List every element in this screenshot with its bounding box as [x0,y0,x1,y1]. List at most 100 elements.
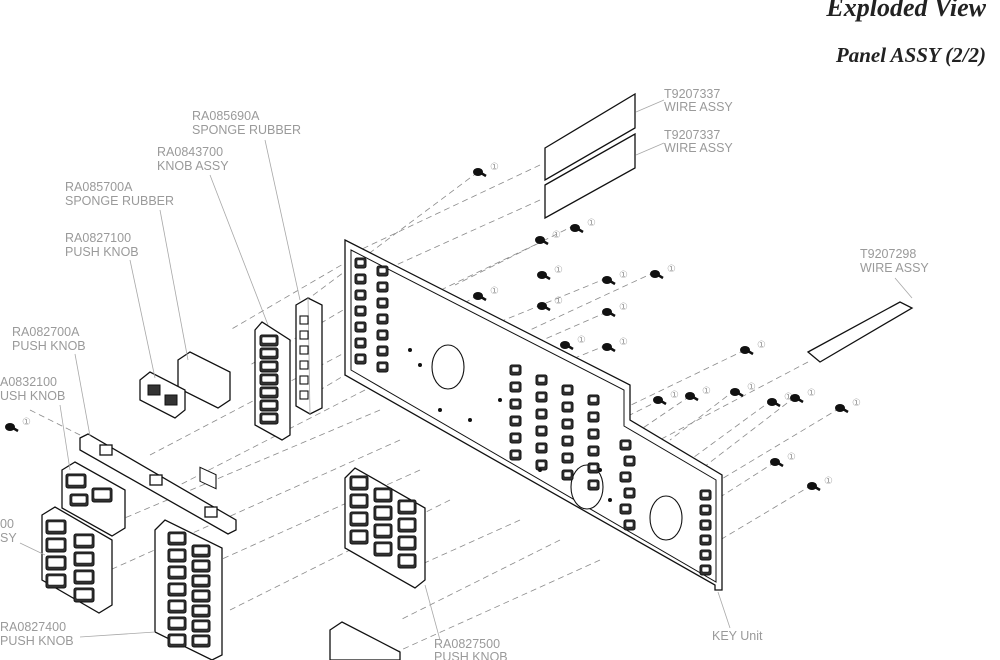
callout-marker: ① [824,476,833,487]
wire-assy-ribbon-3 [806,301,914,363]
wire-assy-ribbon-1 [544,92,636,182]
label-sponge-rubber-2: RA085700A SPONGE RUBBER [65,180,174,208]
svg-text:RA0827400: RA0827400 [0,620,66,634]
leader-lines [19,99,913,641]
screw: ① [473,286,499,302]
callout-marker: ① [577,335,586,346]
screw: ① [740,340,766,356]
screw: ① [835,398,861,414]
callout-marker: ① [552,230,561,241]
key-unit-board [344,238,723,591]
screw: ① [653,390,679,406]
screw: ① [537,296,563,312]
svg-text:KEY Unit: KEY Unit [712,629,763,643]
push-knob-small [139,371,186,419]
label-push-knob-5: RA0827500 PUSH KNOB [434,637,508,660]
label-wire-assy-2: T9207337 WIRE ASSY [664,128,733,155]
callout-marker: ① [757,340,766,351]
screw: ① [602,337,628,353]
screw: ① [537,265,563,281]
svg-text:RA085700A: RA085700A [65,180,133,194]
callout-marker: ① [619,337,628,348]
svg-text:PUSH KNOB: PUSH KNOB [65,245,139,259]
callout-marker: ① [554,296,563,307]
push-knob-bar [79,433,237,535]
label-sponge-rubber-1: RA085690A SPONGE RUBBER [192,109,301,137]
screw: ① [790,388,816,404]
label-key-unit: KEY Unit [712,629,763,643]
svg-text:RA085690A: RA085690A [192,109,260,123]
left-knob-board-2 [41,506,113,614]
svg-text:T9207337: T9207337 [664,87,720,101]
screw: ① [602,270,628,286]
svg-text:PUSH KNOB: PUSH KNOB [434,650,508,660]
screw-set: ① ① ① ① ① ① ① ① ① ① ① ① ① ① ① ① ① ① ① ① ① [5,162,861,492]
callout-marker: ① [22,417,31,428]
svg-text:SPONGE RUBBER: SPONGE RUBBER [192,123,301,137]
encoder-hole-3 [649,495,683,541]
label-wire-assy-1: T9207337 WIRE ASSY [664,87,733,114]
callout-marker: ① [490,162,499,173]
svg-text:WIRE ASSY: WIRE ASSY [664,141,733,155]
left-knob-board-1 [61,461,126,537]
label-push-knob-1: RA0827100 PUSH KNOB [65,231,139,259]
svg-text:A0832100: A0832100 [0,375,57,389]
svg-text:PUSH KNOB: PUSH KNOB [0,634,74,648]
callout-marker: ① [554,265,563,276]
svg-text:SPONGE RUBBER: SPONGE RUBBER [65,194,174,208]
svg-text:T9207337: T9207337 [664,128,720,142]
callout-marker: ① [587,218,596,229]
knob-assy-column [254,321,291,441]
bottom-connector [329,621,401,660]
screw: ① [560,335,586,351]
label-knob-assy: RA0843700 KNOB ASSY [157,145,229,173]
svg-text:00: 00 [0,517,14,531]
encoder-hole-1 [431,344,465,390]
label-assy-clipped: 00 SY [0,517,17,545]
sponge-rubber-strip [295,297,323,415]
screw: ① [473,162,499,178]
wire-assy-ribbon-2 [544,132,636,220]
svg-text:PUSH KNOB: PUSH KNOB [12,339,86,353]
svg-text:WIRE ASSY: WIRE ASSY [860,261,929,275]
screw: ① [730,382,756,398]
screw: ① [535,230,561,246]
sponge-rubber-block [177,351,231,490]
screw: ① [570,218,596,234]
screw: ① [770,452,796,468]
callout-marker: ① [747,382,756,393]
svg-text:SY: SY [0,531,17,545]
svg-text:KNOB ASSY: KNOB ASSY [157,159,229,173]
svg-text:T9207298: T9207298 [860,247,916,261]
svg-text:WIRE ASSY: WIRE ASSY [664,100,733,114]
screw: ① [650,264,676,280]
callout-marker: ① [490,286,499,297]
callout-marker: ① [702,386,711,397]
screw: ① [602,302,628,318]
callout-marker: ① [787,452,796,463]
callout-marker: ① [619,270,628,281]
callout-marker: ① [807,388,816,399]
label-push-knob-4: RA0827400 PUSH KNOB [0,620,74,648]
encoder-hole-2 [570,464,604,510]
label-wire-assy-3: T9207298 WIRE ASSY [860,247,929,275]
label-push-knob-2: RA082700A PUSH KNOB [12,325,86,353]
callout-marker: ① [667,264,676,275]
screw: ① [807,476,833,492]
callout-marker: ① [784,392,793,403]
svg-text:USH KNOB: USH KNOB [0,389,65,403]
screw: ① [767,392,793,408]
svg-text:RA0827500: RA0827500 [434,637,500,651]
push-knob-grid [344,467,426,589]
page-subtitle: Panel ASSY (2/2) [835,43,986,67]
screw: ① [685,386,711,402]
pcb-switch-array [354,257,712,576]
callout-marker: ① [619,302,628,313]
callout-marker: ① [852,398,861,409]
screw: ① [5,417,31,433]
svg-text:RA082700A: RA082700A [12,325,80,339]
bottom-knob-board [154,519,223,660]
label-push-knob-3: A0832100 USH KNOB [0,375,65,403]
page-title: Exploded View [825,0,986,22]
